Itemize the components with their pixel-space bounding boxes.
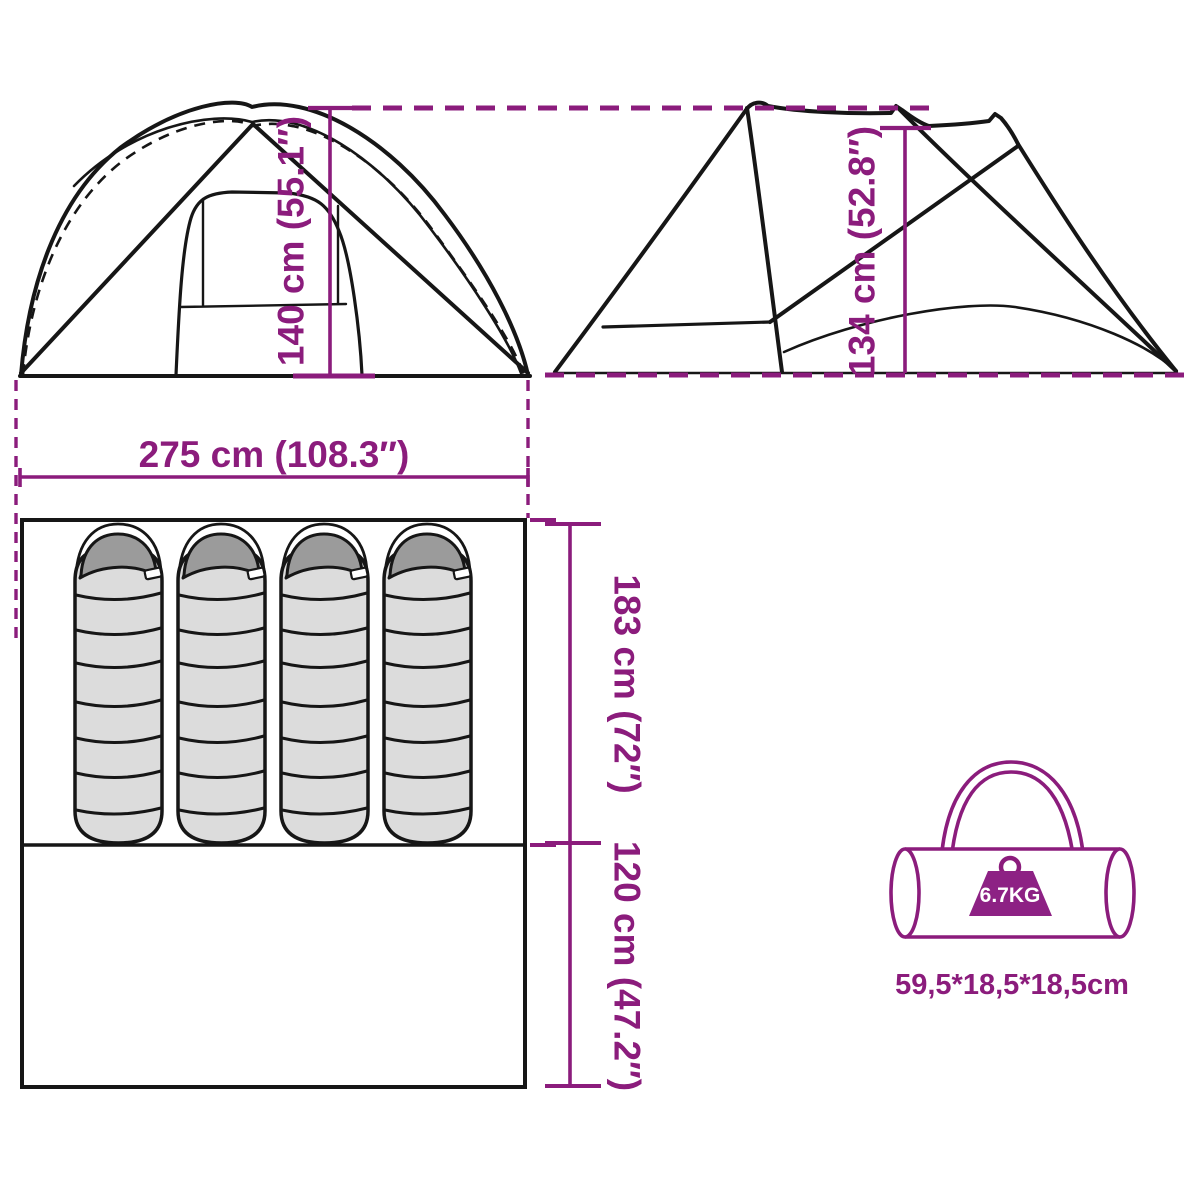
front-height-label: 140 cm (55.1″) bbox=[271, 116, 312, 366]
front-pole-left bbox=[19, 122, 255, 375]
side-back-edge bbox=[1016, 142, 1178, 373]
carry-bag-handle bbox=[939, 760, 1086, 863]
depth-ticks bbox=[530, 518, 601, 1088]
side-rear-pole bbox=[898, 108, 1178, 373]
sleeping-bag-2 bbox=[176, 522, 267, 845]
tent-side-view bbox=[552, 100, 1179, 375]
width-label: 275 cm (108.3″) bbox=[139, 434, 410, 475]
tent-front-view bbox=[18, 100, 532, 378]
carry-bag-handle-inner bbox=[949, 770, 1076, 863]
carry-bag-size-label: 59,5*18,5*18,5cm bbox=[895, 969, 1129, 1001]
dimension-lines bbox=[14, 105, 1190, 1088]
side-bottom-arc bbox=[782, 304, 1178, 373]
side-mid-diagonal bbox=[768, 144, 1020, 324]
side-front-pole bbox=[745, 106, 784, 374]
side-front-slope bbox=[553, 108, 748, 374]
carry-bag-body-lines bbox=[905, 847, 1120, 939]
weight-label: 6.7KG bbox=[980, 884, 1041, 907]
sleeping-bag-4 bbox=[382, 522, 473, 845]
sleeping-area-label: 183 cm (72″) bbox=[607, 574, 648, 793]
carry-bag-right-cap bbox=[1104, 847, 1136, 939]
front-inner-solid-skin bbox=[72, 117, 523, 375]
side-strut bbox=[601, 320, 772, 329]
width-end-caps bbox=[18, 468, 530, 487]
side-height-label: 134 cm (52.8″) bbox=[842, 126, 883, 376]
sleeping-bag-1 bbox=[73, 522, 164, 845]
sleeping-bag-3 bbox=[279, 522, 370, 845]
front-outer-dome bbox=[19, 100, 530, 377]
front-door-outline bbox=[174, 190, 364, 377]
porch-area-label: 120 cm (47.2″) bbox=[607, 841, 648, 1091]
front-door-window bbox=[178, 197, 348, 309]
carry-bag-left-cap bbox=[889, 847, 921, 939]
front-pole-right bbox=[251, 122, 530, 375]
weight-icon bbox=[969, 871, 1052, 916]
carry-bag: 6.7KG 59,5*18,5*18,5cm bbox=[889, 760, 1136, 1001]
floor-plan bbox=[20, 518, 527, 1089]
